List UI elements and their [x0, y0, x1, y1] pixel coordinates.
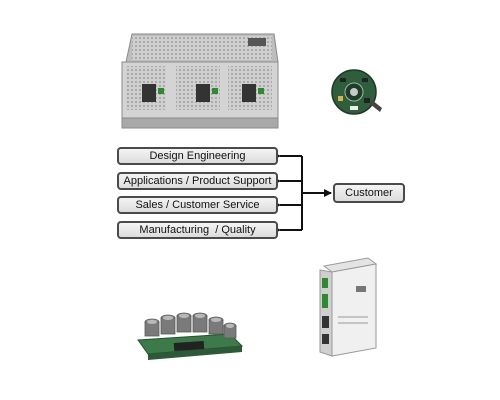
sales-service-label: Sales / Customer Service: [135, 199, 260, 211]
customer-label: Customer: [345, 187, 393, 199]
sales-service-box: Sales / Customer Service: [117, 196, 278, 214]
applications-support-box: Applications / Product Support: [117, 172, 278, 190]
design-engineering-box: Design Engineering: [117, 147, 278, 165]
capacitor-power-board-image: [137, 312, 244, 360]
manufacturing-quality-label: Manufacturing / Quality: [139, 224, 256, 236]
panel-mount-drive-image: [319, 257, 378, 357]
design-engineering-label: Design Engineering: [149, 150, 246, 162]
applications-support-label: Applications / Product Support: [123, 175, 272, 187]
manufacturing-quality-box: Manufacturing / Quality: [117, 221, 278, 239]
customer-box: Customer: [333, 183, 405, 203]
circular-encoder-board-image: [331, 69, 382, 115]
servo-drive-chassis-image: [121, 33, 279, 129]
